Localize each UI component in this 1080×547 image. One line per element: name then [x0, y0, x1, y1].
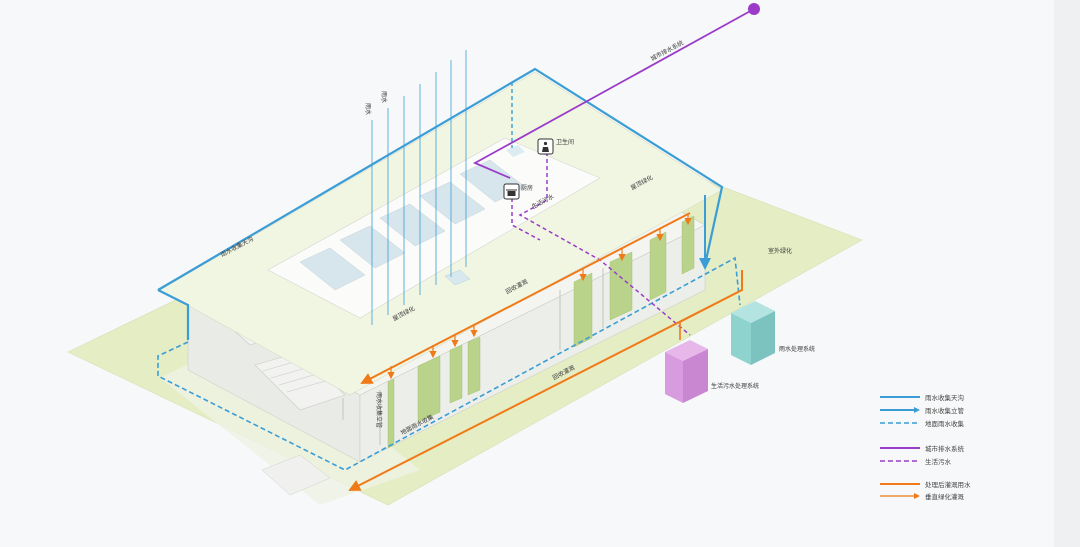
legend-label: 垂直绿化灌溉 [925, 493, 964, 501]
legend-sewage-solid-swatch [880, 447, 920, 449]
legend-irrigation-solid-swatch [880, 483, 920, 485]
sewage-outlet-node [748, 3, 760, 15]
legend-label: 处理后灌溉用水 [925, 481, 971, 489]
courtyard-void-2 [506, 145, 525, 157]
legend-label: 城市排水系统 [925, 445, 964, 453]
legend-irrigation-arrow-swatch [880, 493, 920, 499]
kitchen-icon [503, 183, 520, 200]
legend-item: 城市排水系统 [878, 443, 1028, 453]
domestic-sewage-line [518, 152, 691, 336]
label-rain-2: 雨水 [380, 91, 388, 103]
legend-rain-dashed-swatch [880, 422, 920, 424]
kitchen-sewage-line [511, 198, 541, 241]
ground-rain-collection [157, 256, 741, 471]
label-rain-riser: 雨水收集立管 [375, 392, 383, 428]
irrigation-drops [387, 214, 692, 380]
label-rain-treatment: 雨水处理系统 [779, 345, 815, 353]
rain-gutter-line [157, 67, 724, 291]
rain-lines [371, 50, 467, 325]
label-kitchen: 厨房 [521, 184, 533, 192]
entrance-steps [261, 454, 331, 496]
legend-item: 垂直绿化灌溉 [878, 491, 1028, 501]
toilet-icon [537, 138, 554, 155]
legend: 雨水收集天沟 雨水收集立管 地面雨水收集 城市排水系统 生活污水 处理后灌溉用水… [878, 392, 1028, 502]
legend-label: 生活污水 [925, 458, 951, 466]
legend-item: 生活污水 [878, 456, 1028, 466]
label-toilet: 卫生间 [556, 138, 574, 146]
page-edge-strip [1054, 0, 1080, 547]
legend-item: 处理后灌溉用水 [878, 479, 1028, 489]
rain-treatment-tank [731, 301, 775, 365]
municipal-sewage-line [472, 8, 755, 179]
label-sewage-treatment: 生活污水处理系统 [711, 382, 759, 390]
legend-item: 地面雨水收集 [878, 418, 1028, 428]
legend-rain-arrow-swatch [880, 407, 920, 413]
columns [342, 268, 604, 445]
irrigation-tank-link [679, 289, 743, 340]
legend-rain-solid-swatch [880, 396, 920, 398]
rain-gutter-left-riser [157, 289, 190, 340]
label-outdoor-green: 室外绿化 [768, 247, 792, 255]
label-rain-1: 雨水 [364, 103, 372, 115]
legend-label: 地面雨水收集 [925, 420, 964, 428]
legend-label: 雨水收集天沟 [925, 394, 964, 402]
legend-label: 雨水收集立管 [925, 407, 964, 415]
plant-walls [387, 215, 695, 449]
legend-item: 雨水收集立管 [878, 405, 1028, 415]
irrigation-roof-line [360, 212, 691, 384]
legend-sewage-dashed-swatch [880, 460, 920, 462]
legend-item: 雨水收集天沟 [878, 392, 1028, 402]
sewage-treatment-tank [665, 340, 708, 403]
